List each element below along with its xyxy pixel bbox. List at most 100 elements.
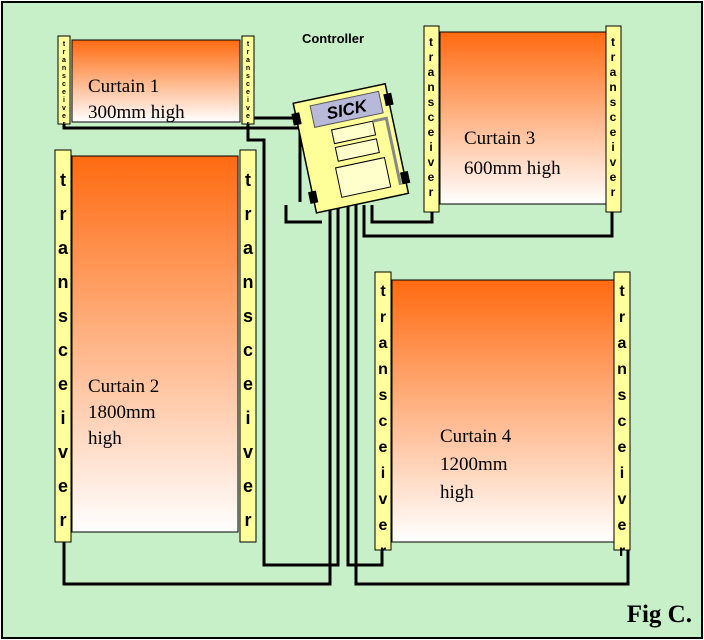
transceiver-letter-curtain-3-left: e — [428, 125, 435, 139]
transceiver-letter-curtain-3-left: s — [428, 95, 435, 109]
transceiver-letter-curtain-1-left: s — [62, 73, 66, 80]
transceiver-letter-curtain-2-left: n — [58, 272, 69, 292]
transceiver-letter-curtain-1-left: t — [63, 41, 66, 48]
transceiver-letter-curtain-1-right: t — [247, 41, 250, 48]
transceiver-letter-curtain-4-right: c — [618, 413, 627, 430]
controller-mount-bl — [308, 190, 319, 204]
cable-curtain-1-left — [62, 124, 302, 202]
transceiver-letter-curtain-4-left: r — [380, 309, 386, 326]
transceiver-letter-curtain-3-right: n — [609, 80, 616, 94]
transceiver-letter-curtain-1-right: c — [246, 81, 250, 88]
transceiver-letter-curtain-2-left: r — [59, 510, 66, 530]
curtain-2-transceiver-left — [54, 149, 72, 543]
transceiver-letter-curtain-1-right: e — [246, 113, 250, 120]
curtain-2-height-line1: 1800mm — [88, 402, 156, 423]
transceiver-letter-curtain-3-right: e — [610, 170, 617, 184]
transceiver-letter-curtain-4-left: r — [380, 543, 386, 560]
controller-mount-tr — [383, 92, 394, 107]
transceiver-letter-curtain-3-right: e — [610, 125, 617, 139]
curtain-4-height-line2: high — [440, 482, 474, 503]
transceiver-letter-curtain-2-left: v — [58, 442, 68, 462]
controller: Controller SICK — [291, 31, 411, 214]
curtain-4: Curtain 4 1200mm high — [374, 271, 631, 551]
transceiver-letter-curtain-2-left: e — [58, 476, 68, 496]
transceiver-letter-curtain-3-left: e — [428, 170, 435, 184]
cable-curtain-2-left — [62, 205, 332, 586]
curtain-3-transceiver-left — [423, 25, 440, 213]
transceiver-letter-curtain-4-right: a — [618, 335, 627, 352]
curtain-3: Curtain 3 600mm high — [423, 25, 622, 213]
cable-curtain-3-left — [370, 205, 434, 224]
controller-label: Controller — [302, 31, 364, 46]
transceiver-letter-curtain-4-right: n — [617, 361, 627, 378]
transceiver-letter-curtain-4-left: e — [379, 517, 388, 534]
transceiver-letter-curtain-4-right: t — [619, 283, 625, 300]
cables — [62, 116, 630, 586]
transceiver-letter-curtain-1-right: s — [246, 73, 250, 80]
transceiver-letter-curtain-1-right: i — [247, 97, 249, 104]
curtain-1-transceiver-left — [57, 35, 71, 125]
curtain-1-name: Curtain 1 — [88, 76, 159, 97]
transceiver-letter-curtain-3-left: r — [429, 185, 434, 199]
transceiver-letter-curtain-2-right: t — [245, 170, 251, 190]
transceiver-letter-curtain-4-right: s — [618, 387, 627, 404]
curtain-3-transceiver-right — [605, 25, 622, 213]
transceiver-letter-curtain-1-left: r — [63, 121, 66, 128]
transceiver-letter-curtain-2-right: s — [243, 306, 253, 326]
transceiver-letter-curtain-4-left: c — [379, 413, 388, 430]
transceiver-letter-curtain-2-left: e — [58, 374, 68, 394]
controller-module-3 — [334, 156, 392, 198]
transceiver-letter-curtain-1-left: n — [62, 65, 66, 72]
transceiver-letter-curtain-4-left: s — [379, 387, 388, 404]
transceiver-letter-curtain-3-left: c — [428, 110, 435, 124]
transceiver-letter-curtain-1-right: e — [246, 89, 250, 96]
transceiver-letter-curtain-3-left: r — [429, 50, 434, 64]
curtain-3-beam — [439, 31, 607, 205]
transceiver-letter-curtain-4-left: e — [379, 439, 388, 456]
transceiver-letter-curtain-2-left: c — [58, 340, 68, 360]
controller-module-2 — [334, 138, 380, 162]
curtain-2-name: Curtain 2 — [88, 376, 159, 397]
curtain-2-beam — [71, 155, 239, 533]
curtain-2-transceiver-right — [239, 149, 257, 543]
transceiver-letter-curtain-2-left: r — [59, 204, 66, 224]
transceiver-letter-curtain-2-right: e — [243, 476, 253, 496]
transceiver-letter-curtain-3-right: i — [611, 140, 614, 154]
cable-curtain-3-right — [362, 205, 614, 238]
controller-shadow — [372, 116, 402, 186]
controller-logo-plate — [309, 90, 384, 128]
curtain-4-height-line1: 1200mm — [440, 454, 508, 475]
transceiver-letter-curtain-4-right: e — [618, 517, 627, 534]
curtain-4-beam — [391, 279, 617, 543]
cable-curtain-2-right — [246, 124, 340, 567]
transceiver-letter-curtain-1-left: a — [62, 57, 66, 64]
transceiver-letter-curtain-1-left: i — [63, 97, 65, 104]
transceiver-letter-curtain-3-left: t — [429, 35, 433, 49]
curtain-1-transceiver-right — [241, 35, 255, 125]
transceiver-letter-curtain-2-right: i — [245, 408, 250, 428]
cable-curtain-4-left — [346, 205, 384, 567]
transceiver-letter-curtain-4-right: r — [619, 543, 625, 560]
transceiver-letter-curtain-2-right: r — [244, 510, 251, 530]
transceiver-letter-curtain-4-right: e — [618, 439, 627, 456]
transceiver-letter-curtain-4-left: a — [379, 335, 388, 352]
curtain-1-beam — [71, 39, 241, 123]
transceiver-letter-curtain-1-left: e — [62, 113, 66, 120]
transceiver-letter-curtain-1-right: a — [246, 57, 250, 64]
transceiver-letter-curtain-2-left: a — [58, 238, 69, 258]
cable-curtain-4-right — [354, 205, 630, 586]
transceiver-letter-curtain-3-right: t — [611, 35, 615, 49]
controller-module-1 — [330, 120, 377, 145]
transceiver-letter-curtain-3-right: v — [610, 155, 617, 169]
controller-mount-br — [399, 170, 411, 185]
transceiver-letter-curtain-4-left: t — [380, 283, 386, 300]
transceiver-letter-curtain-4-left: i — [381, 465, 385, 482]
transceiver-letter-curtain-1-left: c — [62, 81, 66, 88]
transceiver-letter-curtain-2-right: e — [243, 374, 253, 394]
transceiver-letter-curtain-2-left: t — [60, 170, 66, 190]
curtain-4-name: Curtain 4 — [440, 426, 512, 447]
cable-controller-link — [284, 205, 322, 224]
transceiver-letter-curtain-1-left: e — [62, 89, 66, 96]
